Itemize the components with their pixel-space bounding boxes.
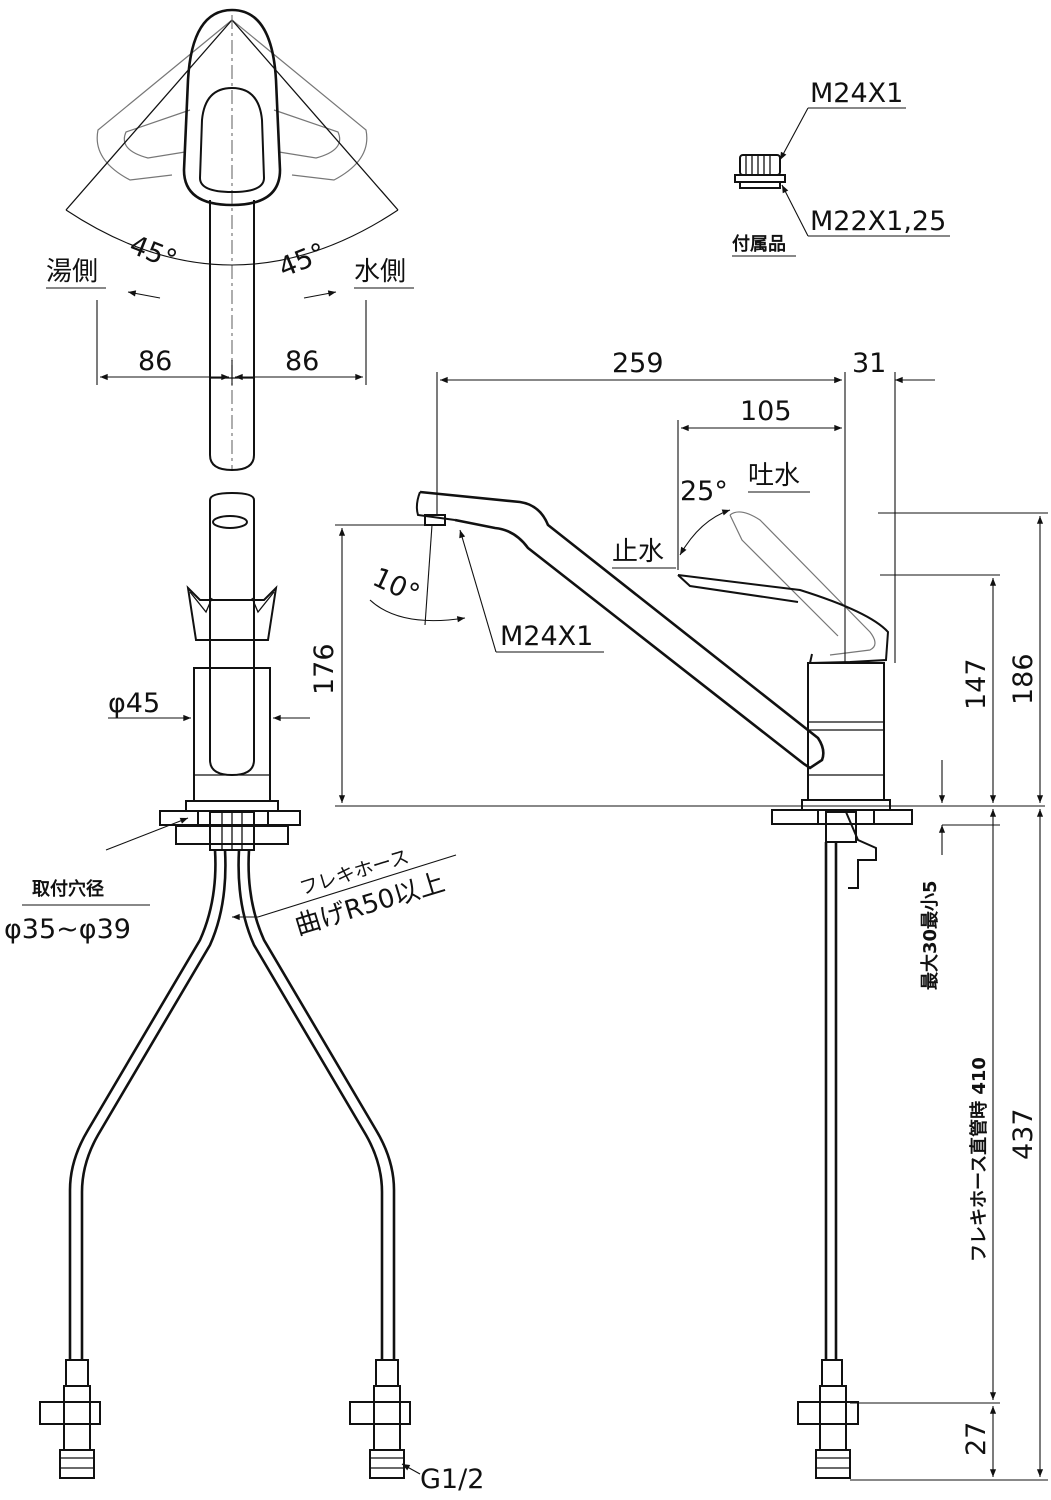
lever-reach-value: 105 <box>740 396 792 427</box>
cold-side-label: 水側 <box>354 257 406 287</box>
lever-ghost-positions <box>65 15 399 470</box>
diameter-value: φ45 <box>108 688 160 719</box>
lever-ghost <box>729 511 876 656</box>
lever-angle-value: 25° <box>680 476 728 507</box>
hole-label: 取付穴径 <box>32 878 104 900</box>
hose-right <box>237 849 396 1360</box>
open-label: 吐水 <box>748 461 800 491</box>
width-right-value: 86 <box>285 346 319 377</box>
hose-length-value: 437 <box>1008 1108 1039 1160</box>
top-view: 45° 45° 湯側 水側 86 86 <box>46 8 414 472</box>
close-label: 止水 <box>612 537 664 567</box>
accessory-thread-bottom: M22X1,25 <box>810 206 946 237</box>
lever-side <box>677 574 890 665</box>
counter-thickness-value: 最大30最小5 <box>919 880 941 990</box>
connector-thread: G1/2 <box>420 1464 484 1495</box>
hose-straight-label: フレキホース直管時 410 <box>968 1057 990 1262</box>
angle-right-label: 45° <box>274 237 330 284</box>
hot-side-label: 湯側 <box>46 257 98 287</box>
spout-height-value: 176 <box>309 643 340 695</box>
reach-value: 259 <box>612 348 664 379</box>
front-view <box>22 491 457 1479</box>
hole-range: φ35~φ39 <box>4 914 131 945</box>
accessory-thread-top: M24X1 <box>810 78 903 109</box>
angle-dimension-arc <box>65 209 399 299</box>
hose-left <box>68 849 227 1360</box>
accessory-adapter <box>734 107 950 237</box>
right-connector <box>349 1359 411 1479</box>
spout-thread-value: M24X1 <box>500 621 593 652</box>
lever-height-value: 147 <box>961 658 992 710</box>
angle-left-label: 45° <box>125 230 181 277</box>
spout <box>415 490 825 770</box>
accessory-label: 付属品 <box>732 233 786 255</box>
side-view <box>335 372 1048 1481</box>
total-height-value: 186 <box>1008 653 1039 705</box>
spout-angle-value: 10° <box>368 562 424 610</box>
width-dimension <box>96 300 367 385</box>
offset-value: 31 <box>852 348 886 379</box>
left-connector <box>39 1359 101 1479</box>
side-connector <box>797 1359 859 1479</box>
width-left-value: 86 <box>138 346 172 377</box>
connector-height-value: 27 <box>961 1422 992 1456</box>
